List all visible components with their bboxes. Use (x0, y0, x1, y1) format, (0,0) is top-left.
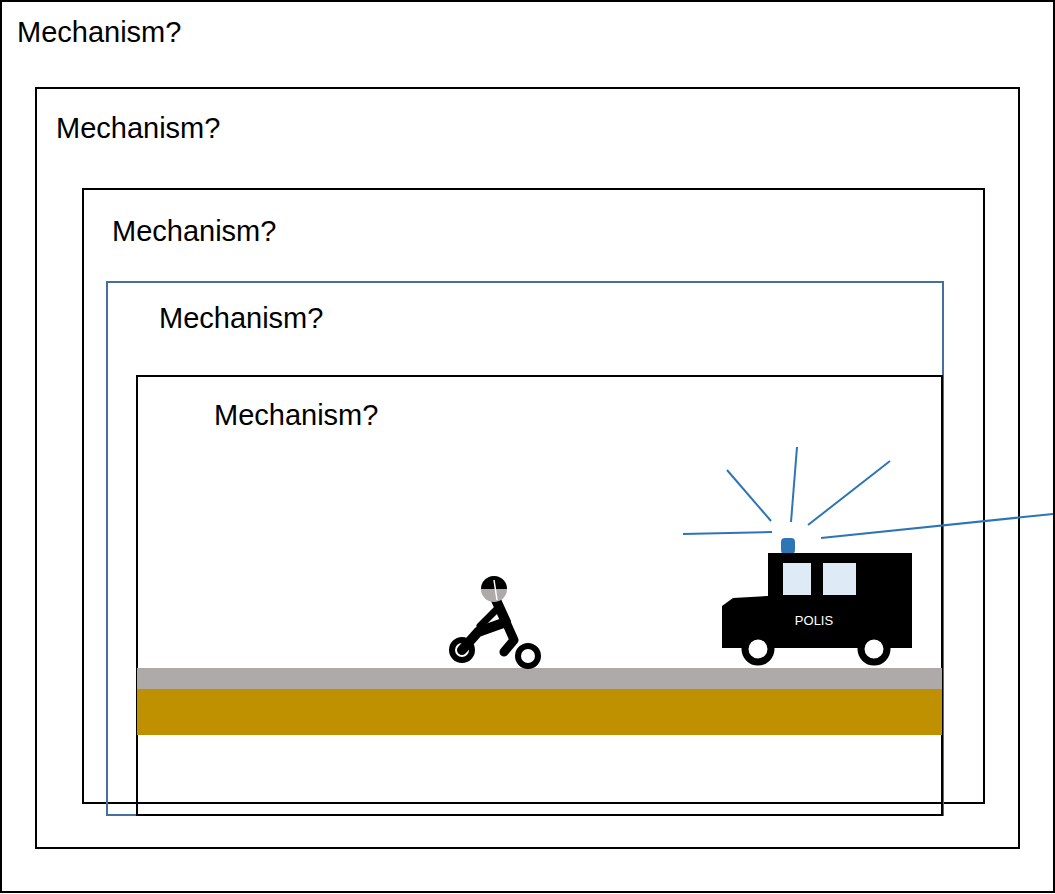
box-heading: Mechanism? (17, 16, 181, 49)
nested-box: Mechanism? (136, 375, 943, 816)
vehicle-lettering: POLIS (784, 613, 844, 628)
box-heading: Mechanism? (214, 399, 378, 432)
police-van (722, 538, 912, 662)
box-heading: Mechanism? (159, 302, 323, 335)
nested-box: Mechanism? Mechanism? Mechanism? (82, 188, 985, 804)
nested-box: Mechanism? Mechanism? (106, 281, 944, 816)
siren-rays (683, 447, 1053, 538)
box-heading: Mechanism? (112, 215, 276, 248)
road-band (137, 689, 942, 735)
cyclist (452, 576, 538, 666)
box-heading: Mechanism? (56, 112, 220, 145)
nested-box: Mechanism? Mechanism? Mechanism? Mechanism? (35, 87, 1020, 849)
pavement-band (137, 668, 942, 689)
